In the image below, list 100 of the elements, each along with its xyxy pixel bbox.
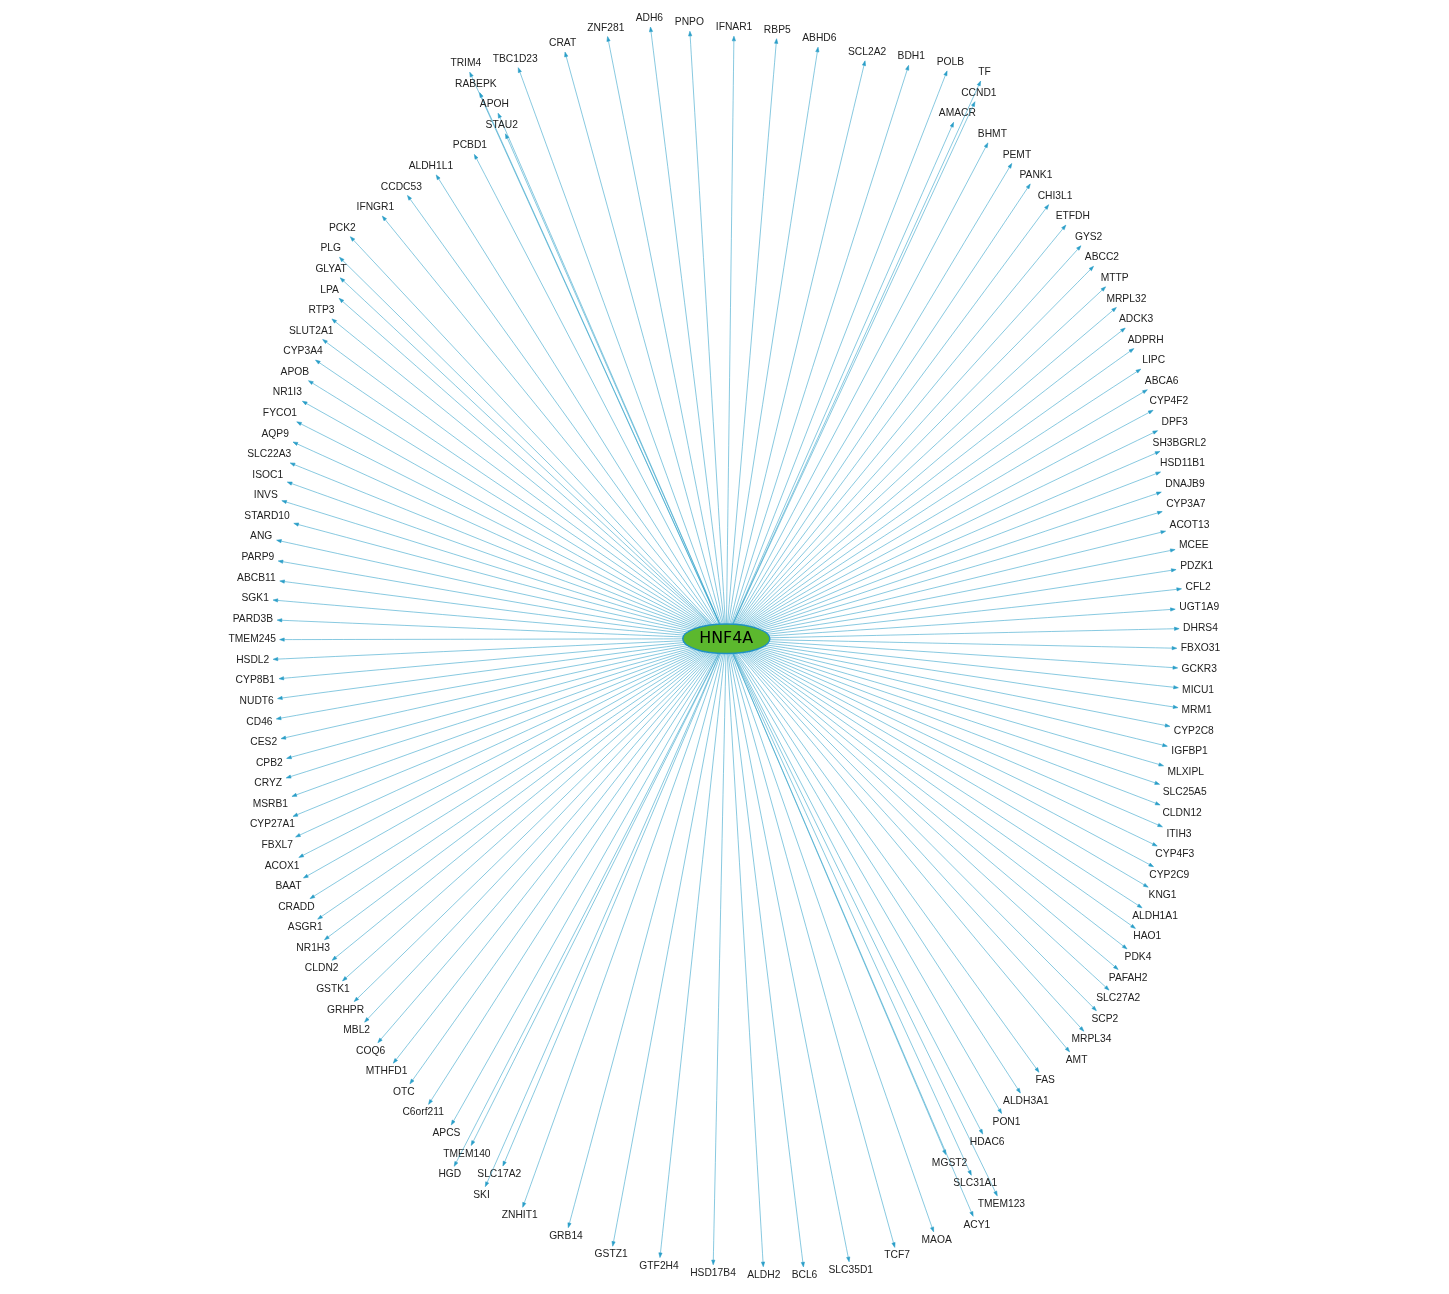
node-text: MAOA	[921, 1234, 952, 1246]
node-text: BCL6	[791, 1269, 818, 1281]
node-text: C6orf211	[402, 1106, 444, 1118]
arrow	[731, 653, 934, 1233]
arrow	[769, 641, 1178, 670]
node-text: MRPL34	[1071, 1033, 1112, 1045]
node-text: CRADD	[278, 900, 315, 912]
arrow	[769, 607, 1176, 637]
arrow	[649, 26, 725, 625]
node-text: MSRB1	[252, 797, 289, 809]
arrow	[277, 559, 688, 633]
node-text: ITIH3	[1166, 827, 1192, 839]
node-text: ABCB11	[237, 571, 276, 583]
node-text: ALDH1A1	[1132, 909, 1178, 921]
node-text: ACOT13	[1169, 518, 1210, 530]
arrow	[726, 653, 765, 1267]
node-text: PANK1	[1019, 169, 1053, 181]
node-text: ASGR1	[287, 921, 323, 933]
node-text: HSD17B4	[690, 1266, 736, 1278]
arrow	[727, 38, 779, 625]
node-text: PARD3B	[232, 612, 274, 624]
node-text: DNAJB9	[1165, 477, 1205, 489]
node-text: PAFAH2	[1108, 971, 1148, 983]
arrow	[726, 35, 736, 625]
arrow	[277, 643, 686, 700]
node-text: CLDN12	[1162, 806, 1202, 818]
node-text: SLC35D1	[828, 1263, 874, 1275]
node-text: SLC17A2	[477, 1168, 522, 1180]
node-text: ISOC1	[252, 468, 284, 480]
node-text: PCK2	[328, 221, 356, 233]
node-text: IFNGR1	[356, 201, 395, 213]
arrow	[730, 653, 896, 1248]
node-text: CHI3L1	[1037, 189, 1073, 201]
node-text: HGD	[438, 1168, 462, 1180]
arrow	[728, 653, 851, 1263]
node-text: SLC22A3	[247, 448, 292, 460]
arrow	[272, 598, 685, 636]
node-text: OTC	[393, 1085, 415, 1097]
node-text: GSTK1	[316, 983, 350, 995]
node-text: INVS	[253, 489, 278, 501]
node-text: TRIM4	[450, 57, 482, 69]
arrow	[711, 653, 727, 1266]
node-text: ZNF281	[587, 21, 625, 33]
node-text: RBP5	[763, 23, 791, 35]
node-text: CCDC53	[380, 180, 422, 192]
node-text: MTTP	[1100, 271, 1129, 283]
node-text: ACY1	[963, 1218, 991, 1230]
node-text: MLXIPL	[1167, 765, 1205, 777]
node-text: PCBD1	[452, 139, 488, 151]
node-text: ETFDH	[1055, 210, 1090, 222]
node-text: BDH1	[897, 50, 926, 62]
node-text: AMT	[1065, 1053, 1088, 1065]
node-text: CYP8B1	[235, 674, 275, 686]
arrow	[761, 530, 1166, 631]
node-text: SLC31A1	[953, 1177, 998, 1189]
node-text: NUDT6	[239, 695, 274, 706]
node-text: MRM1	[1181, 704, 1212, 716]
node-text: TMEM123	[977, 1197, 1026, 1209]
node-text: ALDH1L1	[408, 160, 454, 172]
node-text: SCP2	[1091, 1012, 1119, 1024]
node-text: NR1H3	[296, 941, 331, 953]
node-text: PDZK1	[1180, 560, 1214, 572]
arrow	[658, 653, 725, 1258]
node-text: HSD11B1	[1160, 457, 1205, 469]
node-text: PLG	[320, 242, 342, 254]
node-text: TCF7	[884, 1249, 910, 1261]
node-text: GRB14	[549, 1229, 583, 1241]
node-text: BAAT	[275, 880, 302, 892]
node-text: CYP3A7	[1166, 498, 1206, 510]
arrow	[279, 637, 683, 642]
node-text: APOB	[280, 365, 310, 377]
node-text: CLDN2	[304, 962, 339, 974]
arrow	[286, 647, 693, 759]
node-text: HDAC6	[969, 1136, 1005, 1148]
node-text: POLB	[936, 56, 965, 68]
node-text: PDK4	[1124, 951, 1152, 963]
node-text: FBXO31	[1180, 642, 1221, 654]
node-text: GSTZ1	[594, 1248, 628, 1260]
node-text: ABCC2	[1084, 251, 1120, 263]
node-text: PARP9	[241, 550, 275, 562]
node-text: GCKR3	[1181, 662, 1217, 674]
node-text: CRAT	[549, 37, 577, 49]
node-text: CCND1	[961, 86, 997, 98]
node-text: BHMT	[977, 127, 1007, 139]
node-ellipse: HNF4A	[682, 623, 771, 655]
node-text: CYP27A1	[249, 818, 295, 830]
node-text: ABCA6	[1144, 374, 1179, 386]
arrow	[611, 653, 724, 1247]
node-text: GRHPR	[327, 1003, 365, 1015]
node-text: RTP3	[308, 304, 335, 316]
node-text: APCS	[432, 1127, 461, 1139]
node-text: STARD10	[244, 509, 290, 521]
node-text: ACOX1	[264, 859, 300, 871]
arrow	[767, 587, 1182, 635]
node-text: ALDH2	[747, 1268, 781, 1280]
node-text: CES2	[250, 736, 278, 748]
arrow	[279, 579, 686, 634]
node-text: IFNAR1	[715, 21, 753, 33]
arrow	[728, 46, 820, 625]
node-text: MRPL32	[1106, 292, 1147, 304]
